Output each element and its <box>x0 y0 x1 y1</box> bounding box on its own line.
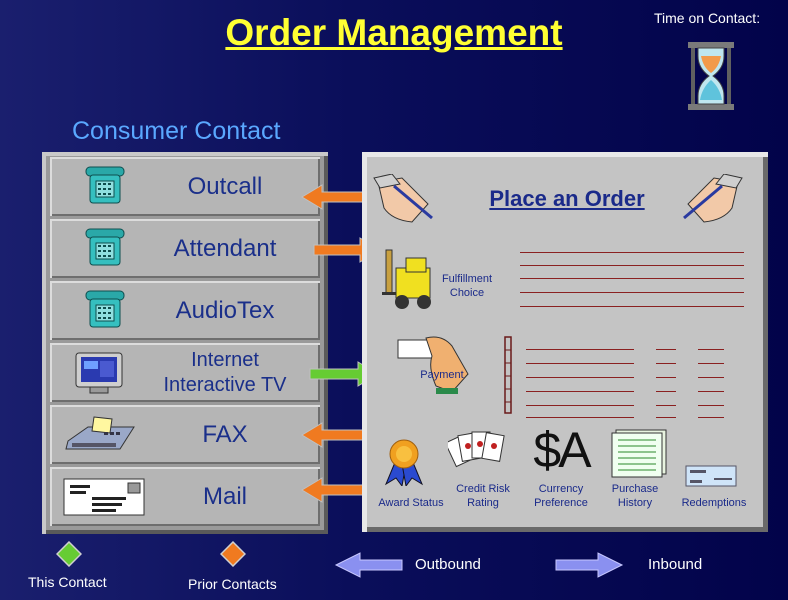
currency-pref-line2: Preference <box>534 497 588 509</box>
form-line <box>520 306 744 307</box>
form-line <box>526 363 634 364</box>
outbound-label: Outbound <box>415 556 481 573</box>
form-line <box>526 377 634 378</box>
prior-contacts-diamond-icon <box>220 541 246 567</box>
form-line <box>656 363 676 364</box>
form-line <box>698 417 724 418</box>
currency-symbol: $A <box>533 422 591 478</box>
this-contact-diamond-icon <box>56 541 82 567</box>
form-line <box>520 252 744 253</box>
report-stack-icon <box>611 429 667 478</box>
form-line <box>526 405 634 406</box>
form-line <box>656 349 676 350</box>
fulfillment-label-line1: Fulfillment <box>441 273 493 285</box>
form-line <box>698 377 724 378</box>
purchase-history-line1: Purchase <box>611 483 659 495</box>
channel-label-fax: FAX <box>202 421 248 448</box>
purchase-history-line2: History <box>617 497 653 509</box>
channel-outcall: Outcall <box>50 157 320 216</box>
currency-pref-line1: Currency <box>538 483 584 495</box>
writing-hand-icon <box>373 174 433 223</box>
payment-card-hand-icon <box>397 336 469 394</box>
consumer-contact-panel: Outcall Attendant AudioTex Internet <box>42 152 328 534</box>
channel-fax: FAX <box>50 405 320 464</box>
telephone-icon <box>85 166 125 204</box>
telephone-icon <box>85 290 125 328</box>
form-line <box>520 278 744 279</box>
fulfillment-label-line2: Choice <box>449 287 485 299</box>
channel-mail: Mail <box>50 467 320 526</box>
consumer-contact-heading: Consumer Contact <box>72 117 281 145</box>
form-line <box>698 349 724 350</box>
inbound-label: Inbound <box>648 556 703 573</box>
order-panel: Place an Order Fulfillment Choice Paymen… <box>362 152 768 532</box>
writing-hand-icon <box>683 174 743 223</box>
form-line <box>656 377 676 378</box>
outbound-arrow-icon <box>334 552 403 578</box>
prior-contacts-label: Prior Contacts <box>188 576 277 592</box>
playing-cards-icon <box>448 431 505 468</box>
form-line <box>526 349 634 350</box>
envelope-icon <box>63 478 145 516</box>
form-line <box>656 405 676 406</box>
purchase-history-label: Purchase History <box>602 482 668 510</box>
channel-label-attendant: Attendant <box>173 235 277 262</box>
channel-label-outcall: Outcall <box>187 173 263 200</box>
form-line <box>526 391 634 392</box>
channel-label-audiotex: AudioTex <box>175 297 275 324</box>
fax-arrow <box>301 422 384 448</box>
credit-risk-label: Credit Risk Rating <box>450 482 516 510</box>
inbound-arrow-icon <box>555 552 624 578</box>
credit-risk-line1: Credit Risk <box>456 483 510 495</box>
form-line <box>698 405 724 406</box>
award-status-label: Award Status <box>378 497 444 509</box>
page-title-text: Order Management <box>225 12 563 53</box>
computer-monitor-icon <box>75 352 123 394</box>
form-line <box>698 363 724 364</box>
fax-machine-icon <box>65 416 135 450</box>
channel-internet-tv: Internet Interactive TV <box>50 343 320 402</box>
form-line <box>520 265 744 266</box>
form-line <box>526 417 634 418</box>
channel-attendant: Attendant <box>50 219 320 278</box>
channel-label-interactive-tv: Interactive TV <box>163 374 287 396</box>
page-title: Order Management <box>0 12 788 54</box>
form-line <box>656 391 676 392</box>
form-line <box>520 292 744 293</box>
form-line <box>656 417 676 418</box>
time-on-contact-label: Time on Contact: <box>654 10 761 26</box>
form-line <box>698 391 724 392</box>
fulfillment-choice-label: Fulfillment Choice <box>432 272 502 300</box>
credit-risk-line2: Rating <box>467 497 499 509</box>
award-ribbon-icon <box>384 439 424 486</box>
forklift-icon <box>382 249 431 309</box>
mail-arrow <box>301 477 369 503</box>
internet-arrow <box>309 361 379 387</box>
channel-label-internet: Internet <box>191 349 259 371</box>
telephone-icon <box>85 228 125 266</box>
payment-label: Payment <box>420 369 464 381</box>
outcall-arrow <box>301 184 369 210</box>
channel-audiotex: AudioTex <box>50 281 320 340</box>
currency-preference-label: Currency Preference <box>526 482 596 510</box>
check-icon <box>685 465 737 487</box>
this-contact-label: This Contact <box>28 574 107 590</box>
payment-bracket <box>504 336 512 414</box>
redemptions-label: Redemptions <box>681 497 747 509</box>
hourglass-icon <box>688 42 734 110</box>
channel-label-mail: Mail <box>202 483 247 510</box>
place-order-title: Place an Order <box>489 186 645 211</box>
